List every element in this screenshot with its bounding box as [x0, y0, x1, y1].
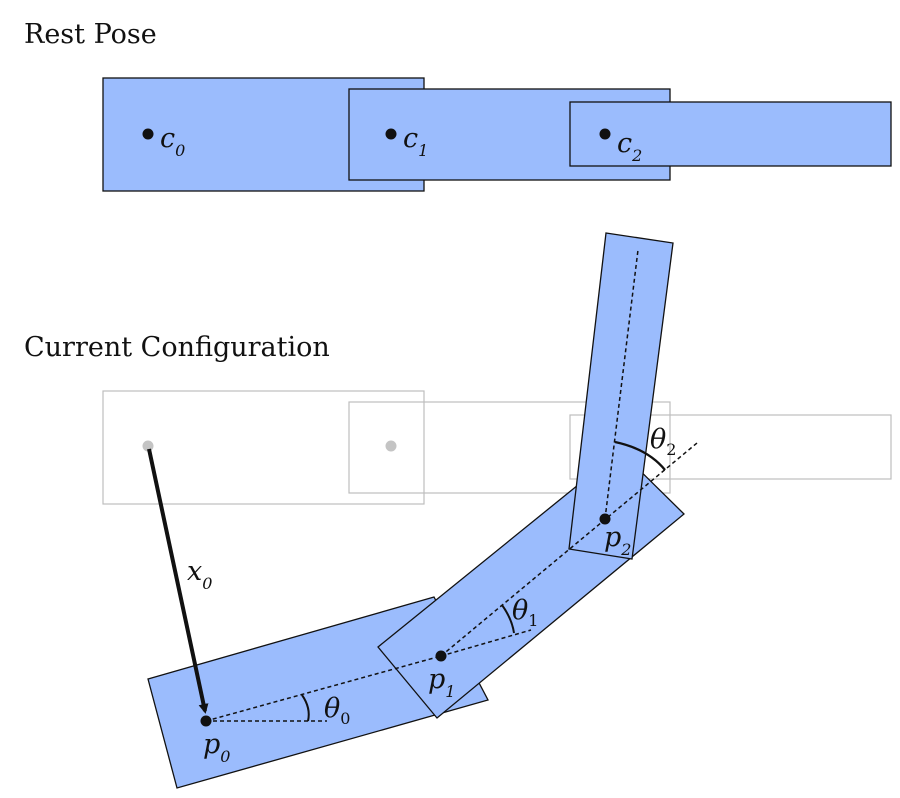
label-p0: p0 — [203, 729, 230, 766]
theta1-arc — [501, 604, 515, 634]
ghost-rest-pose-group — [102, 390, 892, 505]
label-p1: p1 — [428, 664, 455, 701]
rest-center-c0 — [142, 128, 154, 140]
joint-p0 — [200, 715, 212, 727]
current-configuration-group: x0 p0 p1 p2 θ0 θ1 θ2 — [147, 232, 698, 789]
label-c2: c2 — [617, 128, 642, 165]
theta1-reference — [440, 629, 532, 657]
x0-arrow — [147, 448, 209, 714]
rest-link-2 — [569, 101, 892, 167]
rest-pose-group: c0 c1 c2 — [102, 77, 892, 192]
label-c1: c1 — [403, 123, 428, 160]
rest-center-c1 — [385, 128, 397, 140]
current-link-2 — [568, 232, 674, 560]
ghost-link-0 — [102, 390, 425, 505]
rest-center-c2 — [599, 128, 611, 140]
label-p2: p2 — [604, 522, 631, 559]
theta0-arc — [301, 694, 310, 722]
label-x0: x0 — [187, 556, 212, 593]
ghost-center-1 — [385, 440, 397, 452]
theta2-arc — [614, 440, 666, 471]
rest-pose-heading: Rest Pose — [24, 19, 157, 50]
axis-link-2 — [604, 249, 639, 520]
ghost-link-2 — [569, 414, 892, 480]
label-theta0: θ0 — [324, 693, 350, 728]
joint-p1 — [435, 650, 447, 662]
joint-p2 — [599, 513, 611, 525]
current-configuration-heading: Current Configuration — [24, 332, 330, 363]
label-theta1: θ1 — [512, 595, 538, 630]
label-theta2: θ2 — [650, 424, 676, 459]
ghost-link-1 — [348, 401, 671, 494]
label-c0: c0 — [160, 123, 185, 160]
axis-link-0 — [205, 655, 442, 722]
